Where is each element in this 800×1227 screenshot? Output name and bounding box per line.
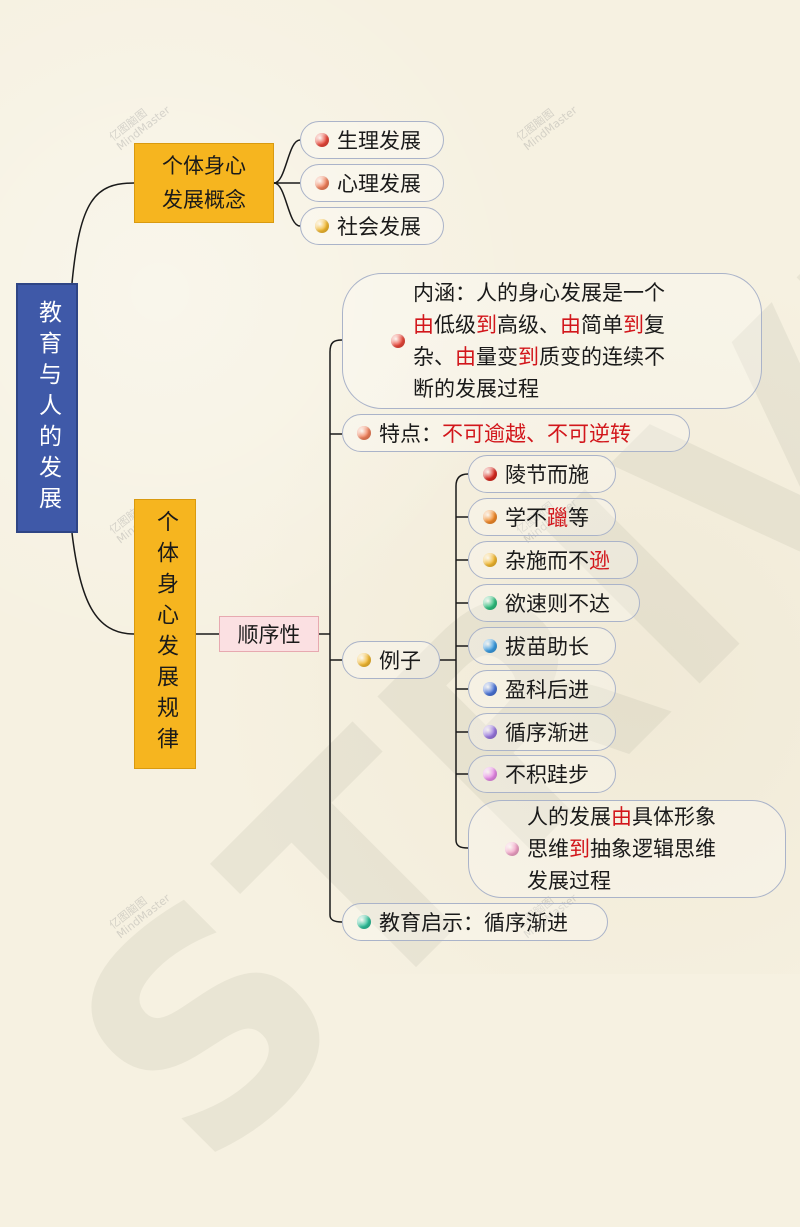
root-label: 教育与人的发展 <box>34 299 61 517</box>
concept-item-label: 生理发展 <box>337 129 421 153</box>
example-item[interactable]: 循序渐进 <box>468 713 616 751</box>
example-item-label: 盈科后进 <box>505 678 589 702</box>
highlight-text: 到 <box>623 313 644 337</box>
feature-value: 不可逾越、不可逆转 <box>442 422 631 446</box>
implication-node[interactable]: 教育启示：循序渐进 <box>342 903 608 941</box>
connector-lines <box>71 139 469 923</box>
feature-node[interactable]: 特点：不可逾越、不可逆转 <box>342 414 690 452</box>
concept-label-line1: 个体身心 <box>162 154 246 178</box>
highlight-text: 由 <box>455 345 476 369</box>
example-concrete-text: 人的发展由具体形象 思维到抽象逻辑思维 发展过程 <box>527 801 716 897</box>
concept-item-label: 社会发展 <box>337 215 421 239</box>
concrete-line: 思维到抽象逻辑思维 <box>527 837 716 861</box>
bullet-icon <box>483 596 497 610</box>
example-item[interactable]: 不积跬步 <box>468 755 616 793</box>
example-item-label: 不积跬步 <box>505 763 589 787</box>
examples-label: 例子 <box>379 649 421 673</box>
concept-item[interactable]: 社会发展 <box>300 207 444 245</box>
example-item-label: 欲速则不达 <box>505 592 610 616</box>
bullet-icon <box>357 426 371 440</box>
example-item-label: 杂施而不逊 <box>505 549 610 573</box>
meaning-node[interactable]: 内涵：人的身心发展是一个 由低级到高级、由简单到复 杂、由量变到质变的连续不 断… <box>342 273 762 409</box>
example-item[interactable]: 杂施而不逊 <box>468 541 638 579</box>
laws-label: 个体身心发展规律 <box>153 510 178 758</box>
bullet-icon <box>483 639 497 653</box>
example-item-label: 拔苗助长 <box>505 635 589 659</box>
feature-prefix: 特点： <box>379 422 442 446</box>
highlight-text: 到 <box>476 313 497 337</box>
example-item-label: 陵节而施 <box>505 463 589 487</box>
examples-node[interactable]: 例子 <box>342 641 440 679</box>
bullet-icon <box>483 767 497 781</box>
meaning-line: 内涵：人的身心发展是一个 <box>413 281 665 305</box>
concrete-line: 发展过程 <box>527 869 611 893</box>
concrete-line: 人的发展由具体形象 <box>527 805 716 829</box>
concept-item[interactable]: 生理发展 <box>300 121 444 159</box>
bullet-icon <box>505 842 519 856</box>
highlight-text: 由 <box>560 313 581 337</box>
example-item[interactable]: 学不躐等 <box>468 498 616 536</box>
bullet-icon <box>357 653 371 667</box>
highlight-text: 由 <box>413 313 434 337</box>
bullet-icon <box>315 176 329 190</box>
example-concrete-node[interactable]: 人的发展由具体形象 思维到抽象逻辑思维 发展过程 <box>468 800 786 898</box>
root-node[interactable]: 教育与人的发展 <box>16 283 78 533</box>
background <box>0 0 800 974</box>
highlight-text: 逊 <box>589 549 610 573</box>
bullet-icon <box>483 725 497 739</box>
example-item-label: 学不躐等 <box>505 506 589 530</box>
laws-node[interactable]: 个体身心发展规律 <box>134 499 196 769</box>
example-item-label: 循序渐进 <box>505 721 589 745</box>
bullet-icon <box>483 510 497 524</box>
concept-item-label: 心理发展 <box>337 172 421 196</box>
meaning-line: 断的发展过程 <box>413 377 539 401</box>
concept-node[interactable]: 个体身心发展概念 <box>134 143 274 223</box>
meaning-line: 杂、由量变到质变的连续不 <box>413 345 665 369</box>
order-label: 顺序性 <box>237 623 301 647</box>
highlight-text: 到 <box>518 345 539 369</box>
meaning-text: 内涵：人的身心发展是一个 由低级到高级、由简单到复 杂、由量变到质变的连续不 断… <box>413 277 665 405</box>
bullet-icon <box>483 467 497 481</box>
bullet-icon <box>391 334 405 348</box>
example-item[interactable]: 盈科后进 <box>468 670 616 708</box>
example-item[interactable]: 拔苗助长 <box>468 627 616 665</box>
bullet-icon <box>483 553 497 567</box>
concept-label-line2: 发展概念 <box>162 188 246 212</box>
highlight-text: 由 <box>611 805 632 829</box>
bullet-icon <box>483 682 497 696</box>
bullet-icon <box>357 915 371 929</box>
example-item[interactable]: 欲速则不达 <box>468 584 640 622</box>
bullet-icon <box>315 219 329 233</box>
order-node[interactable]: 顺序性 <box>219 616 319 652</box>
highlight-text: 到 <box>569 837 590 861</box>
meaning-line: 由低级到高级、由简单到复 <box>413 313 665 337</box>
example-item[interactable]: 陵节而施 <box>468 455 616 493</box>
highlight-text: 躐 <box>547 506 568 530</box>
implication-label: 教育启示：循序渐进 <box>379 911 568 935</box>
bullet-icon <box>315 133 329 147</box>
concept-item[interactable]: 心理发展 <box>300 164 444 202</box>
